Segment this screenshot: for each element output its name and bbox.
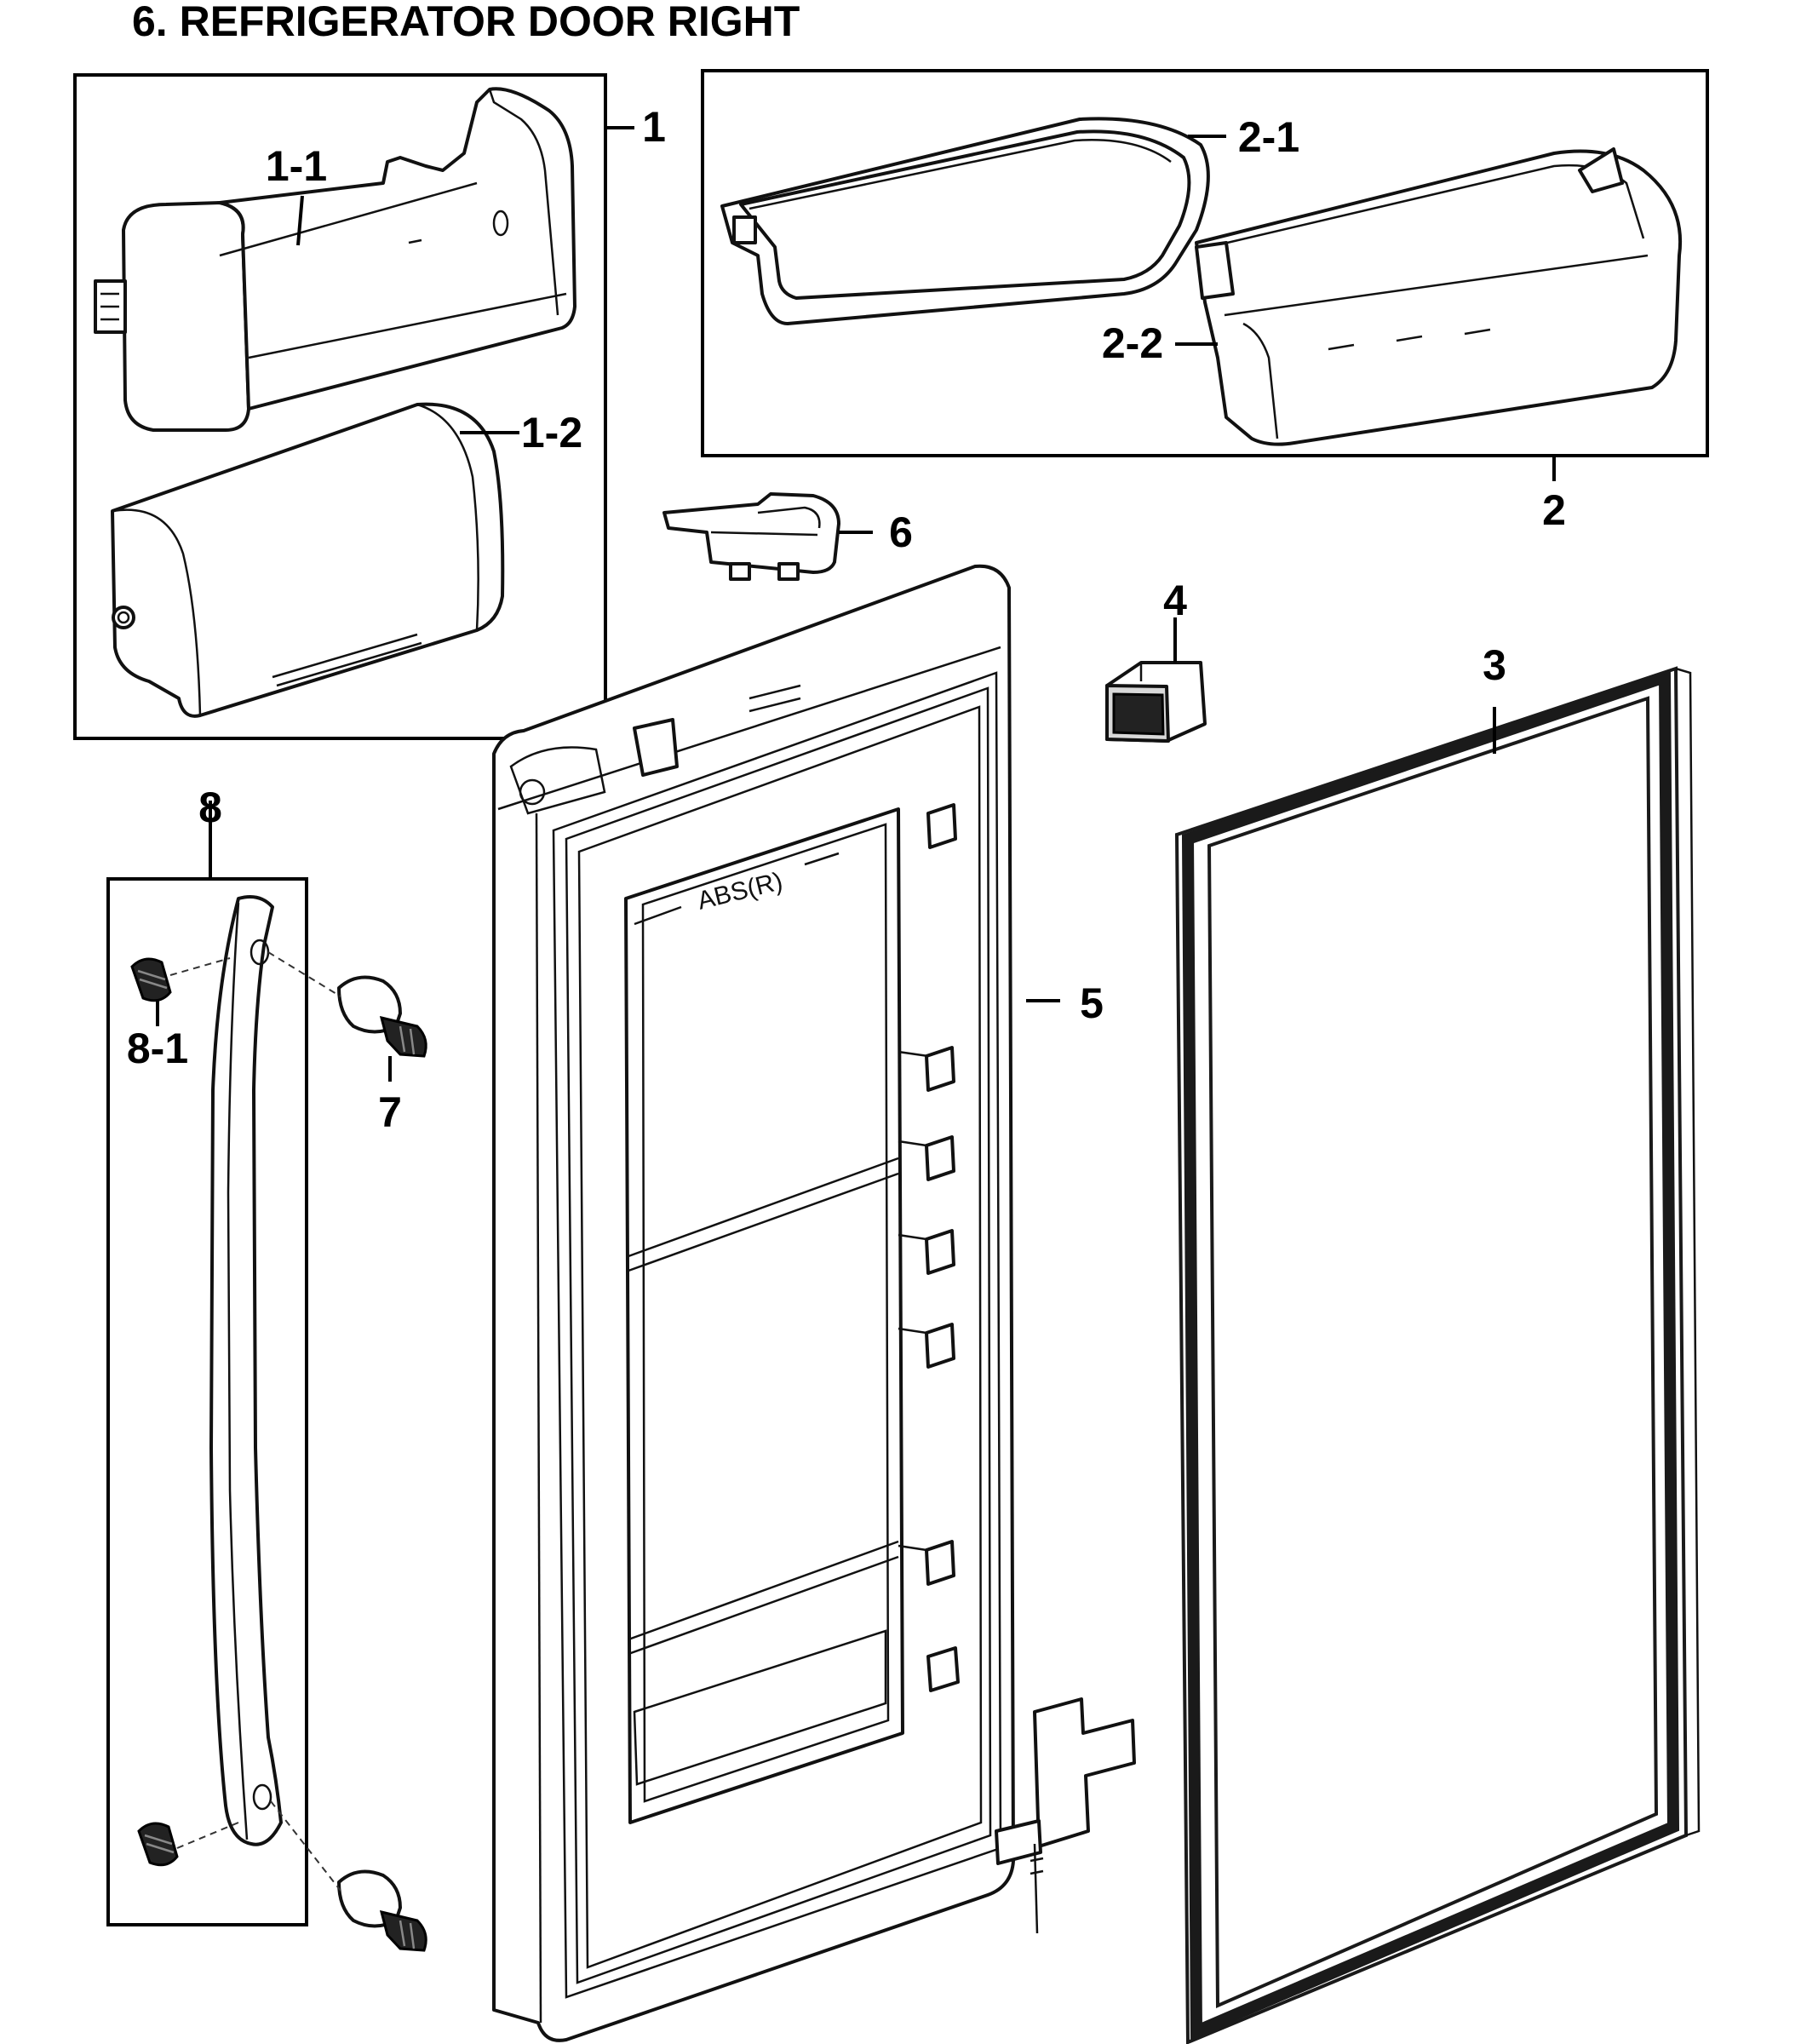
group-1-frame	[73, 73, 607, 740]
part-2-1-guard	[720, 117, 1210, 325]
part-7-stud-top	[337, 975, 427, 1058]
door-side-clips	[898, 803, 960, 1692]
callout-8: 8	[198, 784, 222, 831]
callout-2: 2	[1542, 486, 1566, 534]
part-group-1: 1-1 1-2 1	[73, 73, 666, 740]
part-8-1-screw-bottom	[137, 1822, 179, 1867]
part-3-gasket	[1174, 666, 1701, 2044]
callout-7: 7	[378, 1088, 402, 1136]
callout-8-1: 8-1	[127, 1025, 188, 1072]
part-8-handle	[209, 895, 283, 1846]
part-6-cap	[662, 492, 840, 581]
part-5-door: ABS(R)	[492, 564, 1136, 2042]
part-8-1-screw-top	[130, 957, 172, 1002]
group-8-frame	[106, 877, 308, 1926]
callout-1: 1	[642, 103, 666, 151]
callout-6: 6	[889, 508, 913, 556]
part-1-2-cover	[111, 402, 505, 718]
callout-2-2: 2-2	[1102, 319, 1163, 367]
diagram-title: 6. REFRIGERATOR DOOR RIGHT	[132, 0, 800, 45]
part-group-2: 2-1 2-2 2	[701, 69, 1709, 534]
callout-3: 3	[1483, 641, 1506, 689]
part-7-stud-bottom	[337, 1869, 427, 1952]
part-1-1-bin	[94, 87, 576, 432]
callout-4: 4	[1163, 577, 1187, 624]
callout-2-1: 2-1	[1238, 113, 1299, 161]
door-hinge-bracket	[995, 1697, 1136, 1934]
part-4-switch	[1105, 661, 1207, 743]
part-group-8: 8 8-1	[106, 784, 308, 1926]
part-2-2-bin	[1195, 147, 1682, 446]
callout-1-2: 1-2	[521, 409, 582, 456]
group-2-frame	[701, 69, 1709, 457]
leader-1-1	[296, 195, 304, 246]
callout-1-1: 1-1	[266, 142, 327, 190]
callout-5: 5	[1080, 979, 1104, 1027]
